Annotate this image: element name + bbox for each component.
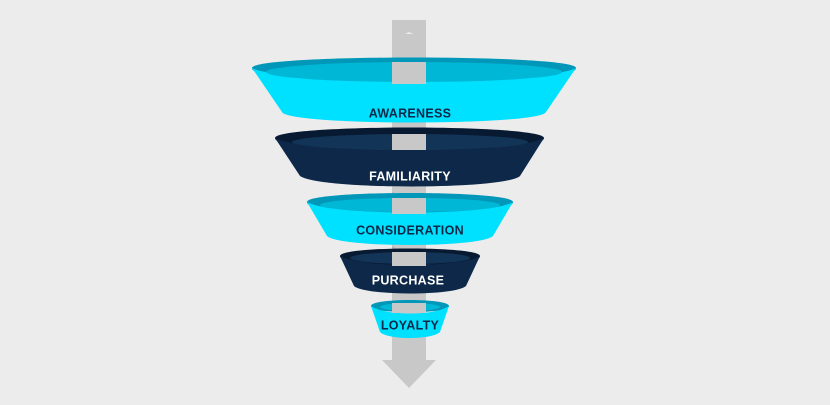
ring-front <box>252 68 576 123</box>
stage-loyalty: LOYALTY <box>371 300 449 338</box>
ring-front <box>340 256 480 294</box>
ring-front <box>275 138 544 187</box>
ring-front <box>307 202 513 245</box>
arrow-overlap <box>392 303 426 313</box>
arrow-head-bottom <box>382 360 436 388</box>
stage-label-purchase: PURCHASE <box>372 273 445 287</box>
arrow-overlap <box>392 134 426 150</box>
ring-front <box>371 306 449 338</box>
stage-label-consideration: CONSIDERATION <box>356 223 464 237</box>
stage-label-loyalty: LOYALTY <box>381 318 440 332</box>
stage-awareness: AWARENESS <box>252 57 576 123</box>
arrow-overlap <box>392 62 426 84</box>
stage-label-awareness: AWARENESS <box>369 106 452 120</box>
arrow-overlap <box>392 198 426 214</box>
stage-label-familiarity: FAMILIARITY <box>369 169 451 183</box>
stage-purchase: PURCHASE <box>340 248 480 294</box>
stage-familiarity: FAMILIARITY <box>275 127 544 187</box>
arrow-overlap <box>392 252 426 266</box>
stage-consideration: CONSIDERATION <box>307 193 513 245</box>
